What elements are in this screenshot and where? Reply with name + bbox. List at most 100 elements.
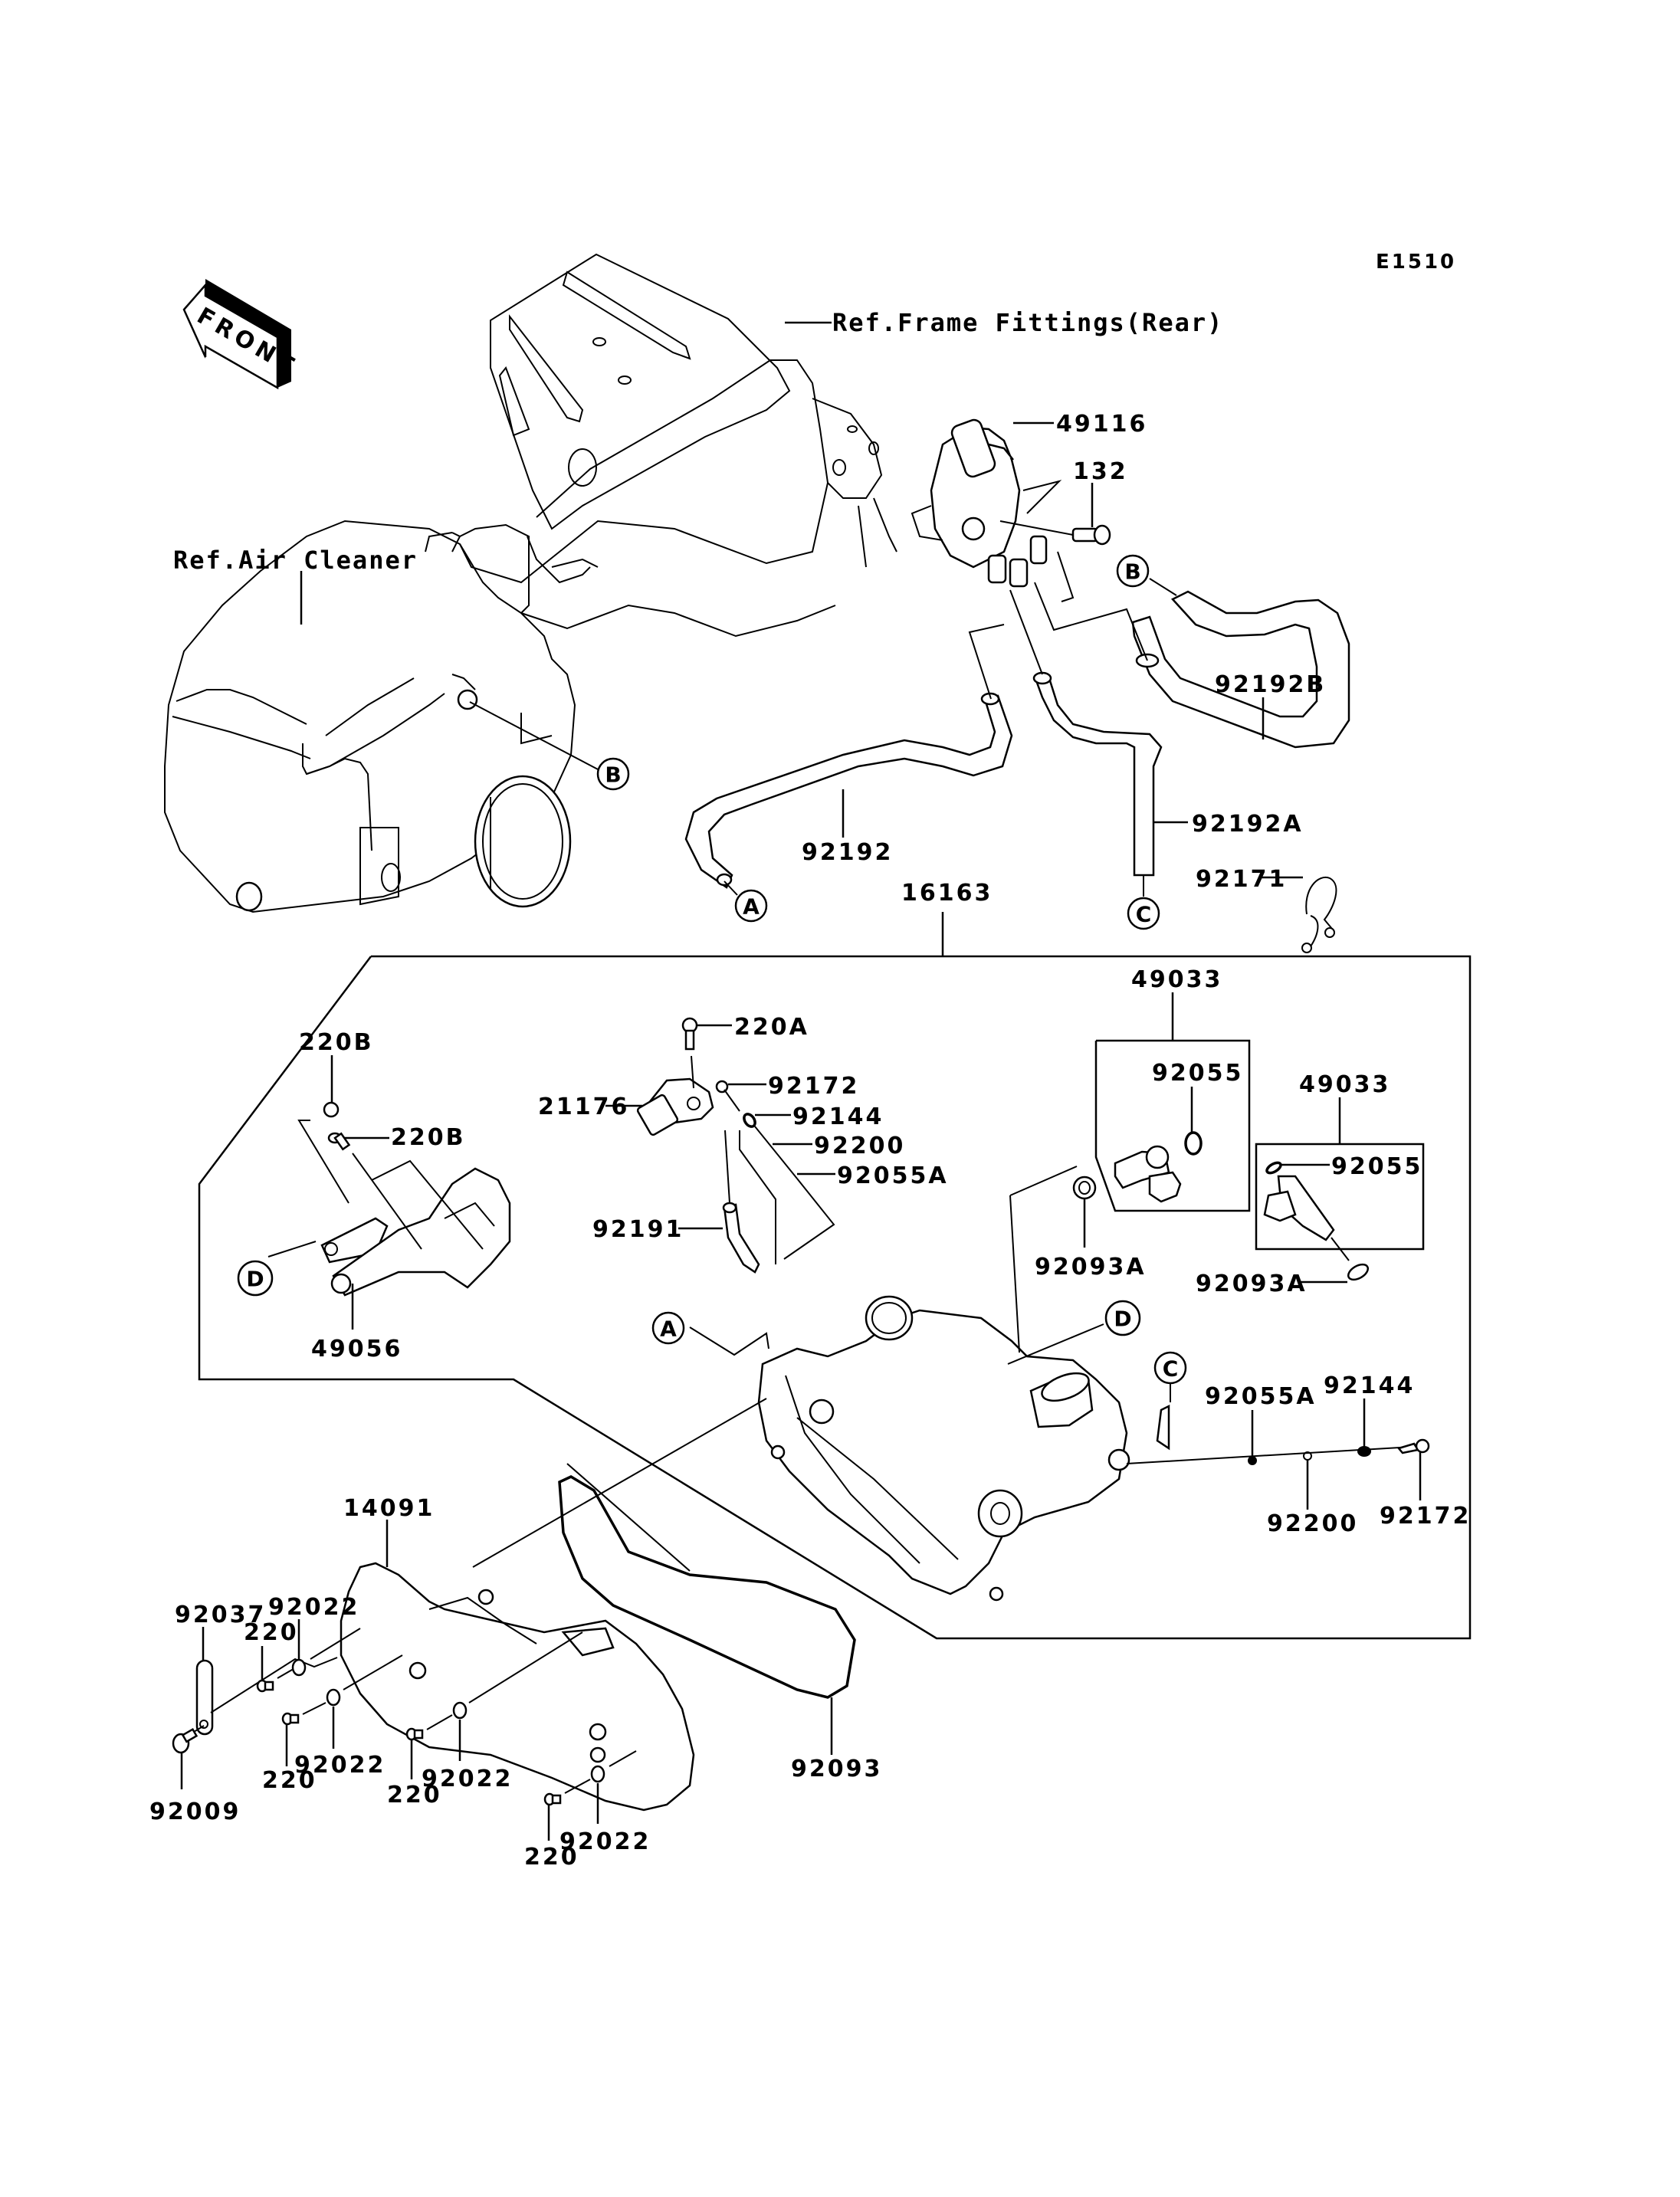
svg-text:B: B — [1124, 559, 1140, 585]
throttle-body-16163-drawing — [757, 1295, 1170, 1602]
spring-92144-a — [743, 1113, 756, 1128]
diagram-code: E1510 — [1376, 251, 1456, 274]
part-label-21176: 21176 — [538, 1094, 629, 1120]
leader-B-aircleaner — [469, 701, 600, 771]
guide-line — [1331, 1237, 1350, 1261]
grommet-92093A-a — [1072, 1176, 1097, 1200]
guide-line — [1009, 1166, 1078, 1196]
part-label-14091: 14091 — [343, 1495, 435, 1522]
svg-text:C: C — [1163, 1356, 1179, 1382]
part-label-92022-a: 92022 — [268, 1594, 359, 1621]
leader-132-bolt — [999, 520, 1074, 536]
svg-text:A: A — [743, 894, 760, 920]
air-cleaner-drawing — [164, 520, 576, 913]
part-label-92093: 92093 — [791, 1756, 882, 1782]
assembly-16163-frame — [198, 955, 1472, 1640]
guide-line — [724, 1130, 730, 1204]
guide-line — [1009, 1195, 1020, 1353]
part-label-220-c: 220 — [387, 1782, 442, 1808]
part-label-92093A-b: 92093A — [1196, 1271, 1308, 1297]
part-label-92144-a: 92144 — [792, 1103, 884, 1130]
screw-220B-b — [327, 1132, 351, 1151]
guide-line — [302, 1702, 326, 1715]
belt-92093 — [558, 1475, 856, 1699]
part-label-92192A: 92192A — [1192, 811, 1304, 838]
guide-line — [783, 1178, 835, 1260]
part-label-92172-a: 92172 — [768, 1073, 859, 1100]
part-label-92172-b: 92172 — [1380, 1503, 1471, 1530]
leader-A-hose — [724, 880, 738, 896]
ref-frame-fittings-label: Ref.Frame Fittings(Rear) — [832, 308, 1223, 337]
screw-220B-a — [323, 1101, 340, 1118]
o-ring-92055A-b — [1248, 1456, 1257, 1465]
throttle-body-sub-49056-drawing — [297, 1120, 511, 1297]
leader-B-hose — [1149, 578, 1177, 596]
part-label-92022-b: 92022 — [294, 1752, 386, 1779]
sensor-21176-drawing — [636, 1077, 714, 1136]
cover-14091-drawing — [340, 1562, 695, 1812]
guide-line — [310, 1628, 361, 1660]
injector-b-drawing — [1263, 1161, 1335, 1241]
washer-92022-c — [452, 1701, 468, 1720]
washer-92022-b — [326, 1688, 341, 1707]
leader-132-valve — [1022, 480, 1062, 514]
part-label-220B-b: 220B — [391, 1124, 466, 1151]
leader-D-sub — [267, 1241, 317, 1258]
guide-line — [754, 1126, 798, 1179]
connector-a-callout-throttle: A — [651, 1311, 685, 1345]
guide-line — [343, 1654, 403, 1690]
guide-line — [1034, 582, 1148, 661]
svg-text:A: A — [660, 1317, 677, 1342]
guide-line — [609, 1750, 637, 1767]
part-label-49116: 49116 — [1056, 411, 1147, 438]
hose-92191-drawing — [722, 1202, 760, 1274]
injector-box-a — [1094, 1039, 1251, 1212]
part-label-92037: 92037 — [175, 1602, 266, 1628]
guide-line — [1126, 1445, 1426, 1464]
part-label-92200-a: 92200 — [814, 1133, 905, 1159]
hose-92192A-drawing — [1035, 674, 1163, 877]
part-label-92192B: 92192B — [1215, 671, 1326, 698]
washer-92022-a — [291, 1658, 307, 1677]
svg-text:D: D — [1114, 1307, 1131, 1332]
o-ring-92055-a — [1184, 1131, 1203, 1156]
hose-92192-drawing — [684, 653, 1160, 889]
ref-air-cleaner-label: Ref.Air Cleaner — [173, 546, 418, 575]
bolt-132-drawing — [1071, 524, 1111, 546]
guide-line — [564, 1779, 591, 1794]
part-label-92022-c: 92022 — [422, 1766, 513, 1792]
connector-d-callout-throttle: D — [1104, 1300, 1141, 1336]
part-label-92144-b: 92144 — [1324, 1372, 1415, 1399]
connector-a-callout-hose: A — [734, 889, 768, 923]
screw-220A — [681, 1017, 698, 1051]
guide-line — [739, 1130, 776, 1264]
screw-92172-b — [1396, 1438, 1430, 1454]
leader-D-throttle — [1007, 1323, 1104, 1365]
strap-92037 — [195, 1659, 214, 1736]
guide-line — [566, 1463, 691, 1572]
connector-b-callout-aircleaner: B — [596, 757, 630, 791]
part-label-92200-b: 92200 — [1267, 1510, 1358, 1537]
leader-A-throttle — [689, 1326, 769, 1356]
guide-line — [426, 1714, 453, 1730]
part-label-92055-b: 92055 — [1331, 1153, 1422, 1180]
part-label-92055A-b: 92055A — [1205, 1383, 1317, 1410]
valve-49116-drawing — [911, 418, 1048, 588]
part-label-92022-d: 92022 — [559, 1828, 651, 1855]
part-label-92192: 92192 — [802, 839, 893, 866]
guide-line — [968, 624, 1005, 700]
guide-line — [193, 1725, 205, 1733]
part-label-92055A-a: 92055A — [837, 1162, 949, 1189]
guide-line — [472, 1398, 767, 1568]
part-label-92191: 92191 — [592, 1216, 684, 1243]
screw-92172-a — [715, 1080, 740, 1112]
part-label-220B-a: 220B — [299, 1029, 374, 1056]
part-label-220A: 220A — [734, 1014, 809, 1041]
guide-line — [1009, 589, 1043, 675]
part-label-92171: 92171 — [1196, 866, 1287, 893]
guide-line — [468, 1631, 583, 1703]
washer-92022-d — [590, 1765, 605, 1783]
hose-92192B-drawing — [1131, 590, 1350, 749]
part-label-92009: 92009 — [149, 1799, 241, 1825]
